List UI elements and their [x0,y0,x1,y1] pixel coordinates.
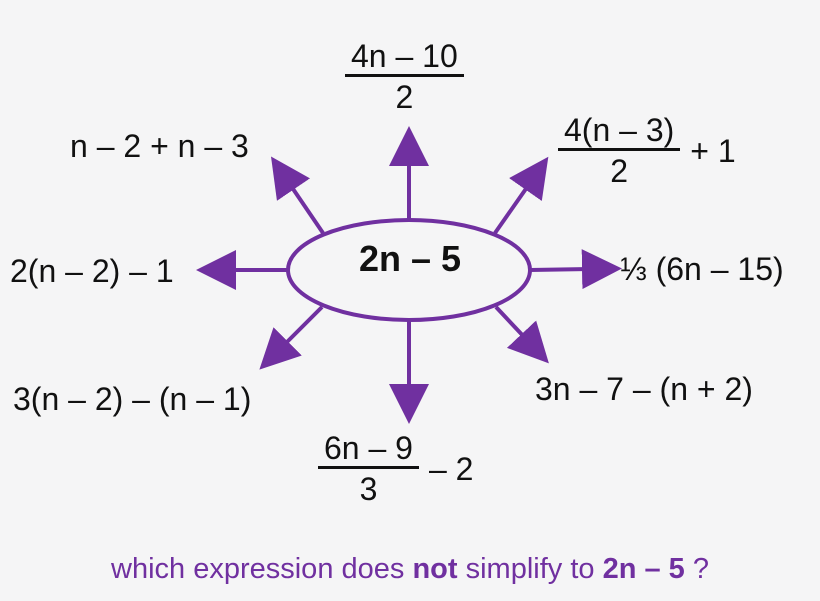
arrow-down-right [494,305,549,364]
numerator: 6n – 9 [318,432,419,469]
expression-top-right: 4(n – 3) 2 + 1 [558,114,736,187]
arrow-up-right [493,156,549,235]
numerator: 4n – 10 [345,40,464,77]
denominator: 3 [359,471,378,507]
denominator: 2 [395,79,414,115]
question-text: which expression does not simplify to 2n… [0,553,820,586]
fraction: 4(n – 3) 2 [558,114,681,189]
expression-bottom-right: 3n – 7 – (n + 2) [535,371,753,407]
fraction: 6n – 9 3 [318,432,419,505]
question-suffix: ? [684,553,709,585]
arrow-down-left [259,305,324,370]
expression-bottom-left: 3(n – 2) – (n – 1) [13,381,252,417]
question-middle: simplify to [457,553,603,585]
denominator: 2 [610,153,629,189]
expression-top: 4n – 10 2 [345,40,464,113]
numerator: 4(n – 3) [558,114,681,151]
arrow-up-left [271,156,325,235]
question-prefix: which expression does [111,553,413,585]
center-expression: 2n – 5 [358,238,462,279]
question-emphasis: not [412,553,458,585]
arrow-right [529,249,622,290]
fraction: 4n – 10 2 [345,40,464,113]
question-target: 2n – 5 [602,553,685,585]
tail-term: + 1 [690,132,736,169]
expression-right: ⅓ (6n – 15) [620,251,784,287]
expression-left: 2(n – 2) – 1 [10,253,174,289]
expression-top-left: n – 2 + n – 3 [70,128,249,164]
tail-term: – 2 [428,450,474,487]
expression-bottom: 6n – 9 3 – 2 [318,432,473,505]
